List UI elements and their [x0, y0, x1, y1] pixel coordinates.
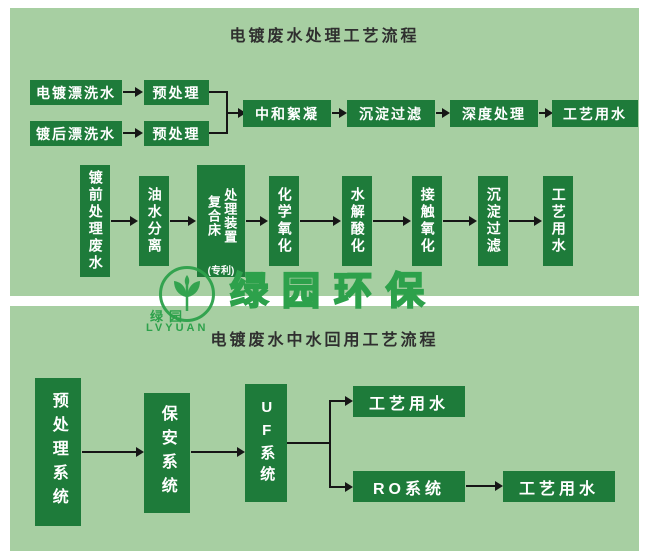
flow-arrow [300, 220, 333, 222]
box-pretreatment-system: 预处理系统 [35, 378, 81, 526]
box-post-plating-rinse-water: 镀后漂洗水 [30, 121, 122, 146]
connector-line [329, 400, 331, 488]
box-pretreatment-bottom: 预处理 [144, 121, 209, 146]
watermark-small-chinese: 绿园 [150, 309, 189, 324]
flow-arrow [170, 220, 188, 222]
composite-bed-col-left: 复合床 [206, 195, 221, 237]
composite-bed-columns: 复合床 处理装置 [206, 170, 237, 262]
watermark-logo [159, 266, 215, 322]
flow-arrow [123, 132, 135, 134]
connector-line [287, 442, 331, 444]
flow-arrow [466, 485, 495, 487]
composite-bed-col-right: 处理装置 [222, 188, 238, 244]
box-hydrolysis-acidification: 水解酸化 [342, 176, 372, 266]
box-security-filter-system: 保安系统 [144, 393, 190, 513]
top-flow-title: 电镀废水处理工艺流程 [229, 28, 420, 45]
watermark-small-latin: LVYUAN [146, 322, 209, 334]
box-contact-oxidation: 接触氧化 [412, 176, 442, 266]
box-uf-system: UF系统 [245, 384, 287, 502]
box-process-water-2: 工艺用水 [543, 176, 573, 266]
top-panel-background [10, 8, 639, 296]
flow-arrow [329, 400, 345, 402]
composite-bed-patent-note: (专利) [207, 266, 235, 277]
box-pretreatment-top: 预处理 [144, 80, 209, 105]
box-process-water-1: 工艺用水 [552, 100, 638, 127]
box-oil-water-separation: 油水分离 [139, 176, 169, 266]
box-electroplating-rinse-water: 电镀漂洗水 [30, 80, 122, 105]
box-neutralization-flocculation: 中和絮凝 [243, 100, 331, 127]
flow-arrow [123, 91, 135, 93]
box-ro-system: RO系统 [353, 471, 465, 502]
box-process-water-3: 工艺用水 [353, 386, 465, 417]
box-advanced-treatment: 深度处理 [450, 100, 538, 127]
bottom-flow-title: 电镀废水中水回用工艺流程 [210, 332, 439, 349]
flow-arrow [373, 220, 403, 222]
flow-arrow [226, 112, 238, 114]
box-pre-plating-wastewater: 镀前处理废水 [80, 165, 110, 277]
connector-line [209, 91, 228, 93]
flow-arrow [443, 220, 469, 222]
flow-arrow [539, 112, 545, 114]
bottom-panel-background [10, 306, 639, 551]
flow-arrow [332, 112, 339, 114]
watermark-brand-text: 绿园环保 [229, 271, 439, 313]
box-process-water-4: 工艺用水 [503, 471, 615, 502]
flow-arrow [82, 451, 136, 453]
connector-line [209, 132, 228, 134]
flow-arrow [111, 220, 130, 222]
flow-arrow [436, 112, 442, 114]
flow-arrow [191, 451, 237, 453]
flow-arrow [246, 220, 260, 222]
box-composite-bed-device: 复合床 处理装置 (专利) [197, 165, 245, 277]
flow-arrow [329, 486, 345, 488]
flow-arrow [509, 220, 534, 222]
leaf-icon [174, 275, 200, 312]
box-chemical-oxidation: 化学氧化 [269, 176, 299, 266]
box-sedimentation-filtration-1: 沉淀过滤 [347, 100, 435, 127]
box-sedimentation-filtration-2: 沉淀过滤 [478, 176, 508, 266]
